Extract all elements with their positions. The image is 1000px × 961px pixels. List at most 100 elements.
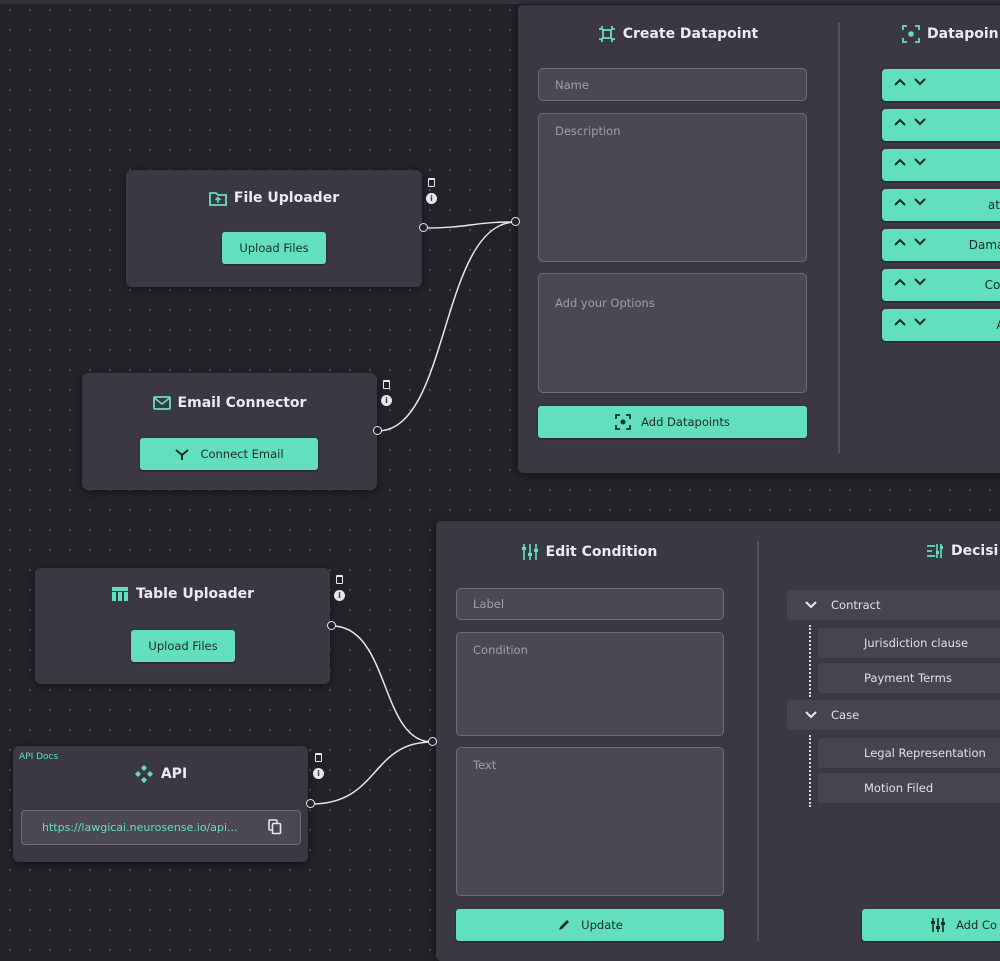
chevron-up-icon[interactable] — [894, 78, 906, 86]
datapoint-row[interactable]: D — [882, 109, 1000, 141]
connect-email-button[interactable]: Connect Email — [140, 438, 318, 470]
datapoint-row[interactable]: atta — [882, 189, 1000, 221]
trash-icon[interactable] — [336, 575, 343, 584]
decision-title-text: Decisi — [951, 543, 999, 559]
chevron-down-icon[interactable] — [914, 318, 926, 326]
add-datapoints-button[interactable]: Add Datapoints — [538, 406, 807, 438]
datapoint-panel-input-port[interactable] — [511, 217, 520, 226]
tree-item-motion-filed[interactable]: Motion Filed — [818, 773, 1000, 803]
chevron-up-icon[interactable] — [894, 158, 906, 166]
tree-item-label: Motion Filed — [864, 781, 934, 795]
condition-condition-field[interactable]: Condition — [456, 632, 724, 736]
chevron-down-icon[interactable] — [914, 198, 926, 206]
condition-panel: Edit Condition Label Condition Text Upda… — [436, 521, 1000, 961]
datapoint-row[interactable]: Pl — [882, 149, 1000, 181]
datapoint-row[interactable]: N — [882, 69, 1000, 101]
info-icon[interactable]: i — [381, 395, 392, 406]
chevron-down-icon[interactable] — [805, 711, 817, 719]
datapoint-panel: Create Datapoint Name Description Add yo… — [518, 5, 1000, 473]
chevron-up-icon[interactable] — [894, 318, 906, 326]
condition-panel-input-port[interactable] — [428, 737, 437, 746]
tree-group-label: Case — [831, 708, 860, 722]
chevron-down-icon[interactable] — [914, 238, 926, 246]
table-uploader-upload-button[interactable]: Upload Files — [131, 630, 235, 662]
api-docs-link[interactable]: API Docs — [19, 752, 59, 762]
condition-placeholder: Condition — [473, 643, 528, 657]
file-uploader-title: File Uploader — [126, 190, 422, 206]
table-icon — [111, 587, 128, 601]
file-uploader-upload-button[interactable]: Upload Files — [222, 232, 326, 264]
api-node[interactable]: API Docs API https://lawgicai.neurosense… — [13, 746, 308, 862]
upload-button-label: Upload Files — [239, 241, 309, 255]
reorder-controls — [894, 158, 926, 166]
file-uploader-node[interactable]: File Uploader Upload Files — [126, 170, 422, 287]
info-icon[interactable]: i — [426, 193, 437, 204]
datapoint-name-field[interactable]: Name — [538, 68, 807, 101]
info-icon[interactable]: i — [313, 768, 324, 779]
datapoint-description-field[interactable]: Description — [538, 113, 807, 262]
add-condition-label: Add Co — [956, 918, 997, 932]
chevron-up-icon[interactable] — [894, 278, 906, 286]
tree-connector — [809, 625, 811, 697]
chevron-down-icon[interactable] — [805, 601, 817, 609]
api-url-field[interactable]: https://lawgicai.neurosense.io/api... — [21, 810, 301, 845]
sliders-icon — [521, 544, 538, 560]
api-icon — [134, 765, 153, 783]
text-placeholder: Text — [473, 758, 497, 772]
update-label: Update — [581, 918, 623, 932]
tree-item-payment-terms[interactable]: Payment Terms — [818, 663, 1000, 693]
table-uploader-output-port[interactable] — [327, 621, 336, 630]
trash-icon[interactable] — [428, 178, 435, 187]
info-icon[interactable]: i — [334, 590, 345, 601]
api-output-port[interactable] — [306, 799, 315, 808]
datapoint-row[interactable]: Com — [882, 269, 1000, 301]
decision-icon — [927, 544, 943, 558]
description-placeholder: Description — [555, 124, 621, 138]
sliders-icon — [931, 918, 945, 932]
table-uploader-title-text: Table Uploader — [135, 586, 255, 602]
condition-text-field[interactable]: Text — [456, 747, 724, 896]
chevron-down-icon[interactable] — [914, 118, 926, 126]
email-connector-output-port[interactable] — [373, 426, 382, 435]
chevron-up-icon[interactable] — [894, 238, 906, 246]
datapoints-list-title: Datapoin — [902, 25, 1000, 43]
trash-icon[interactable] — [315, 753, 322, 762]
datapoint-row[interactable]: Damag — [882, 229, 1000, 261]
mail-icon — [152, 396, 171, 410]
reorder-controls — [894, 318, 926, 326]
options-placeholder: Add your Options — [555, 296, 655, 310]
chevron-up-icon[interactable] — [894, 118, 906, 126]
name-placeholder: Name — [555, 77, 589, 92]
pencil-icon — [559, 920, 570, 930]
focus-icon — [902, 25, 920, 43]
tree-group-contract[interactable]: Contract — [787, 590, 1000, 620]
datapoint-row[interactable]: Ad — [882, 309, 1000, 341]
update-button[interactable]: Update — [456, 909, 724, 941]
edit-condition-title: Edit Condition — [436, 543, 742, 561]
create-datapoint-title-text: Create Datapoint — [622, 26, 759, 42]
api-title: API — [13, 764, 308, 784]
file-uploader-output-port[interactable] — [419, 223, 428, 232]
chevron-up-icon[interactable] — [894, 198, 906, 206]
chevron-down-icon[interactable] — [914, 78, 926, 86]
tree-item-jurisdiction-clause[interactable]: Jurisdiction clause — [818, 628, 1000, 658]
tree-item-legal-representation[interactable]: Legal Representation — [818, 738, 1000, 768]
connect-email-label: Connect Email — [200, 447, 284, 461]
datapoint-options-field[interactable]: Add your Options — [538, 273, 807, 393]
chevron-down-icon[interactable] — [914, 158, 926, 166]
trash-icon[interactable] — [383, 380, 390, 389]
email-connector-node[interactable]: Email Connector Connect Email — [82, 373, 377, 490]
edit-condition-title-text: Edit Condition — [545, 544, 658, 560]
copy-icon[interactable] — [268, 819, 282, 835]
table-uploader-title: Table Uploader — [35, 586, 330, 602]
condition-label-field[interactable]: Label — [456, 588, 724, 620]
create-datapoint-title: Create Datapoint — [518, 25, 838, 43]
api-title-text: API — [160, 766, 188, 782]
datapoint-row-label: Com — [984, 278, 1000, 292]
canvas-top-strip — [0, 0, 1000, 4]
table-uploader-node[interactable]: Table Uploader Upload Files — [35, 568, 330, 684]
tree-group-case[interactable]: Case — [787, 700, 1000, 730]
chevron-down-icon[interactable] — [914, 278, 926, 286]
add-condition-button[interactable]: Add Co — [862, 909, 1000, 941]
email-connector-title-text: Email Connector — [177, 395, 307, 411]
